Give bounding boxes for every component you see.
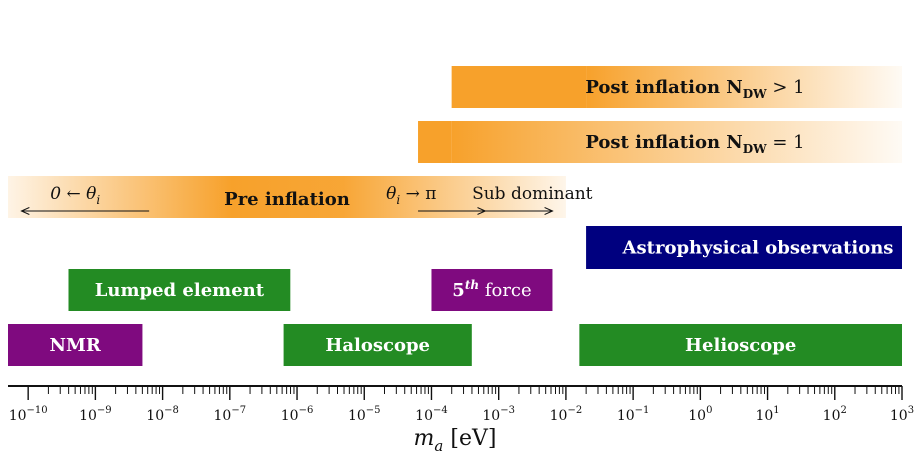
band-label-nmr: NMR xyxy=(50,335,102,356)
band-haloscope xyxy=(283,324,472,366)
annotations-layer: 0 ← θi θi → π Sub dominant xyxy=(21,184,593,211)
note-theta-to-pi: θi → π xyxy=(386,184,436,207)
tick-label: 10−7 xyxy=(214,405,247,424)
note-sub-dominant: Sub dominant xyxy=(472,184,593,204)
band-label-post-ndw-eq1: Post inflation NDW = 1 xyxy=(585,132,804,156)
tick-label: 10−5 xyxy=(348,405,381,424)
x-axis: 10−10 10−9 10−8 10−7 10−6 10−5 10−4 10−3 10−2 10−… xyxy=(8,385,914,455)
band-label-haloscope: Haloscope xyxy=(325,335,430,356)
tick-label: 10−9 xyxy=(79,405,112,424)
tick-label: 10−4 xyxy=(415,405,448,424)
band-fifth-force xyxy=(431,269,553,311)
tick-label: 102 xyxy=(823,405,847,424)
band-post-ndw-gt1-solid xyxy=(451,66,587,108)
band-label-lumped: Lumped element xyxy=(95,280,265,301)
band-label-post-ndw-gt1: Post inflation NDW > 1 xyxy=(585,77,804,101)
note-theta-to-zero: 0 ← θi xyxy=(50,184,100,207)
tick-label: 10−2 xyxy=(550,405,583,424)
band-label-pre-inflation: Pre inflation xyxy=(224,189,350,210)
tick-label: 10−10 xyxy=(9,405,48,424)
bands-layer: Post inflation NDW > 1 Post inflation NDW… xyxy=(8,66,902,366)
band-helioscope xyxy=(579,324,902,366)
x-axis-label: ma [eV] xyxy=(414,426,497,455)
band-label-fifth-force: 5th force xyxy=(452,278,531,301)
band-label-astro: Astrophysical observations xyxy=(622,238,894,259)
tick-label: 103 xyxy=(890,405,914,424)
band-astro xyxy=(586,226,902,269)
tick-label: 10−3 xyxy=(482,405,515,424)
band-label-helioscope: Helioscope xyxy=(685,335,796,356)
tick-label: 10−8 xyxy=(146,405,179,424)
band-post-ndw-gt1 xyxy=(586,66,902,108)
band-post-ndw-eq1-solid xyxy=(418,121,452,163)
band-nmr xyxy=(8,324,143,366)
tick-label: 10−6 xyxy=(281,405,314,424)
tick-label: 10−1 xyxy=(617,405,650,424)
tick-label: 101 xyxy=(755,405,779,424)
band-post-ndw-eq1 xyxy=(451,121,902,163)
band-lumped xyxy=(68,269,291,311)
tick-label: 100 xyxy=(688,405,712,424)
